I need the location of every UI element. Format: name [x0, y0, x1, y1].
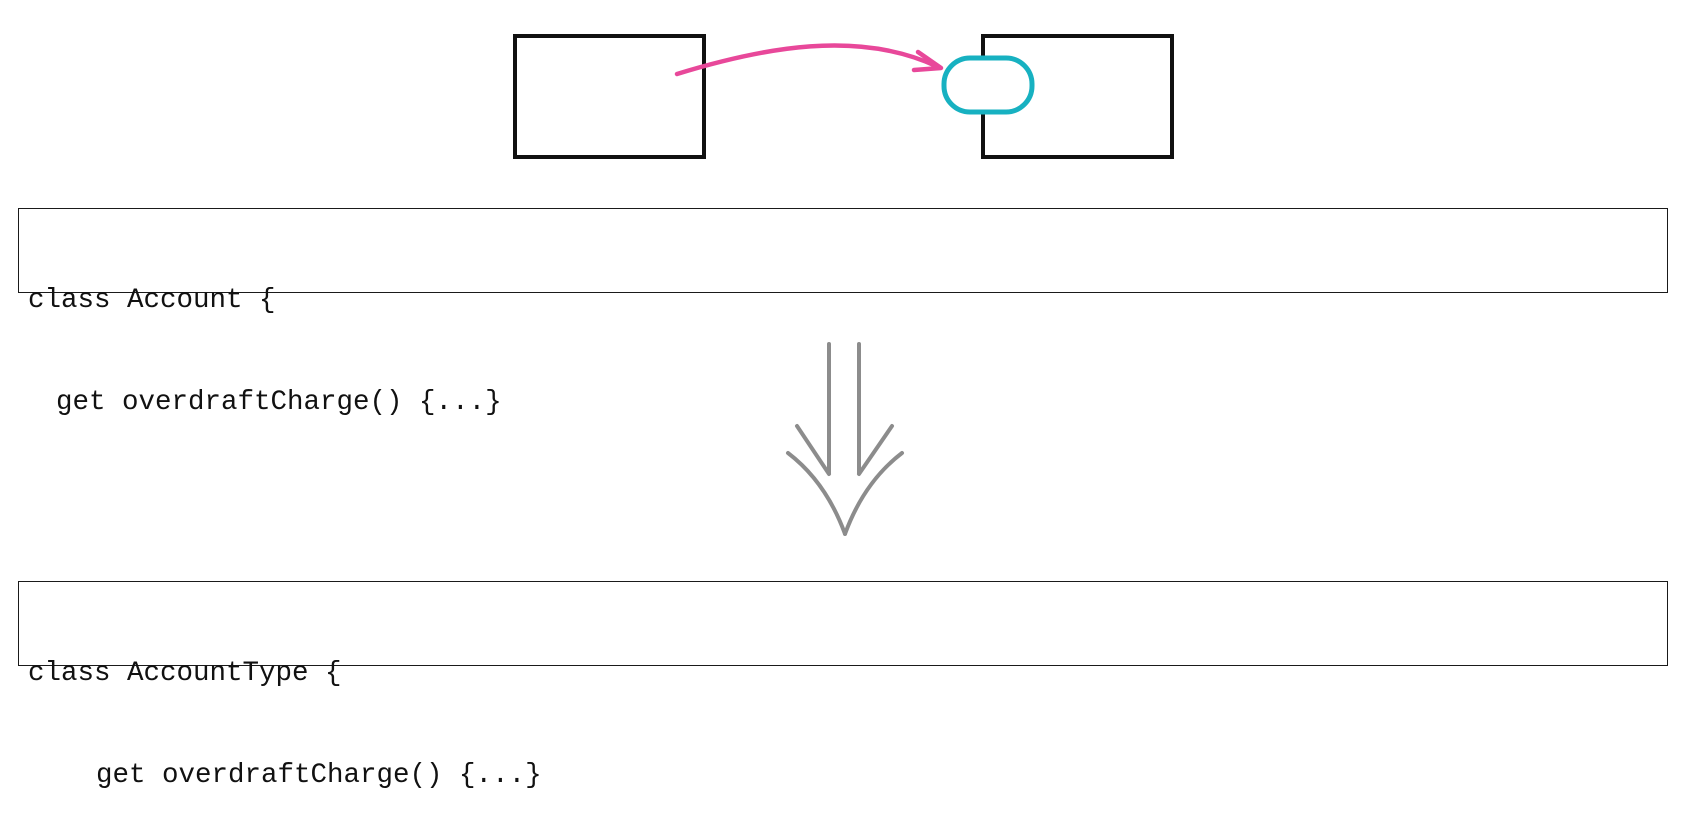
code-line: get overdraftCharge() {...} [96, 760, 542, 791]
curved-arrow-icon [674, 43, 944, 77]
code-line: class Account { [28, 285, 276, 316]
code-line: get overdraftCharge() {...} [56, 387, 502, 418]
after-code-block: class AccountType { get overdraftCharge(… [18, 581, 1668, 791]
code-line: class AccountType { [28, 658, 342, 689]
source-class-box [513, 34, 706, 159]
move-function-sketch [513, 34, 1174, 536]
oval-icon [941, 55, 1035, 115]
double-down-arrow-icon [786, 342, 904, 536]
before-code-block: class Account { get overdraftCharge() {.… [18, 208, 1668, 418]
